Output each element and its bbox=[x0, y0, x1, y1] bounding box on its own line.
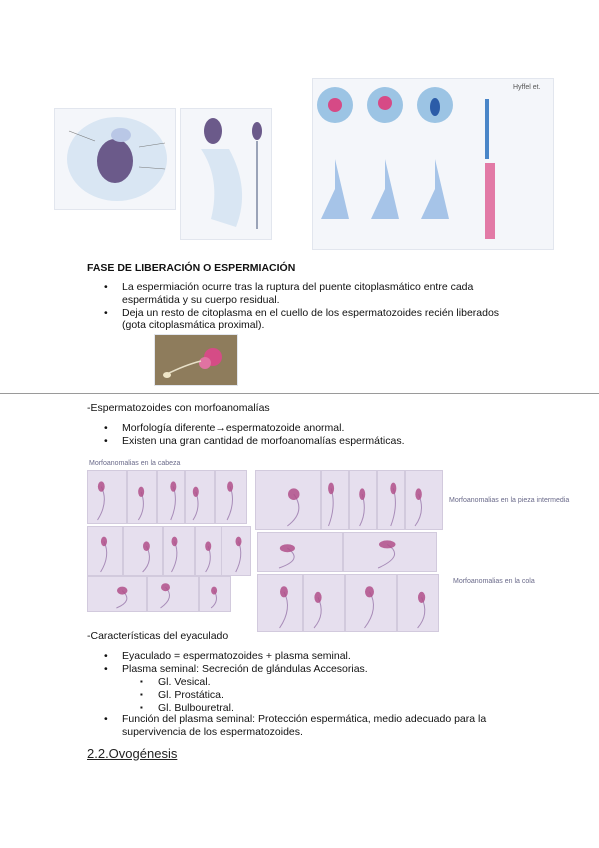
page-break-rule bbox=[0, 393, 599, 394]
list-item: Deja un resto de citoplasma en el cuello… bbox=[104, 307, 524, 333]
micrograph-tile bbox=[87, 526, 123, 576]
liberacion-list: La espermiación ocurre tras la ruptura d… bbox=[104, 281, 524, 332]
list-item: Eyaculado = espermatozoides + plasma sem… bbox=[104, 650, 534, 663]
micrograph-tile bbox=[343, 532, 437, 572]
micrograph-tile bbox=[123, 526, 163, 576]
spermiogenesis-diagram-middle bbox=[180, 108, 272, 240]
eyaculado-heading: -Características del eyaculado bbox=[87, 630, 229, 642]
list-item: Morfología diferente→espermatozoide anor… bbox=[104, 422, 504, 435]
micrograph-tile bbox=[397, 574, 439, 632]
micrograph-tile bbox=[221, 526, 251, 576]
list-item: Gl. Vesical. bbox=[140, 676, 440, 689]
label-morfo-cola: Morfoanomalias en la cola bbox=[453, 578, 535, 585]
micrograph-tile bbox=[303, 574, 345, 632]
micrograph-tile bbox=[215, 470, 247, 524]
list-item: Gl. Bulbouretral. bbox=[140, 702, 440, 715]
list-item: La espermiación ocurre tras la ruptura d… bbox=[104, 281, 524, 307]
morfo-heading: -Espermatozoides con morfoanomalías bbox=[87, 402, 270, 414]
morfo-list: Morfología diferente→espermatozoide anor… bbox=[104, 422, 504, 448]
micrograph-tile bbox=[195, 526, 223, 576]
micrograph-tile bbox=[377, 470, 405, 530]
next-section-title: 2.2.Ovogénesis bbox=[87, 746, 178, 761]
list-item: Gl. Prostática. bbox=[140, 689, 440, 702]
eyaculado-list: Eyaculado = espermatozoides + plasma sem… bbox=[104, 650, 534, 676]
micrograph-tile bbox=[157, 470, 185, 524]
micrograph-tile bbox=[127, 470, 157, 524]
micrograph-tile bbox=[185, 470, 215, 524]
micrograph-tile bbox=[255, 470, 321, 530]
micrograph-tile bbox=[257, 532, 343, 572]
spermatozoa-micrograph bbox=[154, 334, 238, 386]
list-item: Plasma seminal: Secreción de glándulas A… bbox=[104, 663, 534, 676]
glandulas-list: Gl. Vesical. Gl. Prostática. Gl. Bulbour… bbox=[140, 676, 440, 714]
micrograph-tile bbox=[147, 576, 199, 612]
micrograph-tile bbox=[321, 470, 349, 530]
micrograph-tile bbox=[199, 576, 231, 612]
section-title-liberacion: FASE DE LIBERACIÓN O ESPERMIACIÓN bbox=[87, 262, 296, 274]
morfo-micrographs bbox=[87, 470, 443, 632]
eyaculado-list-end: Función del plasma seminal: Protección e… bbox=[104, 713, 514, 739]
micrograph-tile bbox=[87, 576, 147, 612]
figure-label: Hyffel et. bbox=[513, 84, 541, 91]
micrograph-tile bbox=[87, 470, 127, 524]
micrograph-tile bbox=[163, 526, 195, 576]
spermiogenesis-diagram-left bbox=[54, 108, 176, 210]
list-item: Función del plasma seminal: Protección e… bbox=[104, 713, 514, 739]
micrograph-tile bbox=[349, 470, 377, 530]
micrograph-tile bbox=[345, 574, 397, 632]
micrograph-tile bbox=[405, 470, 443, 530]
label-morfo-cabeza: Morfoanomalias en la cabeza bbox=[89, 460, 181, 467]
label-morfo-pieza: Morfoanomalias en la pieza intermedia bbox=[449, 497, 570, 504]
spermiogenesis-phases-diagram: Hyffel et. bbox=[312, 78, 554, 250]
list-item: Existen una gran cantidad de morfoanomal… bbox=[104, 435, 504, 448]
micrograph-tile bbox=[257, 574, 303, 632]
